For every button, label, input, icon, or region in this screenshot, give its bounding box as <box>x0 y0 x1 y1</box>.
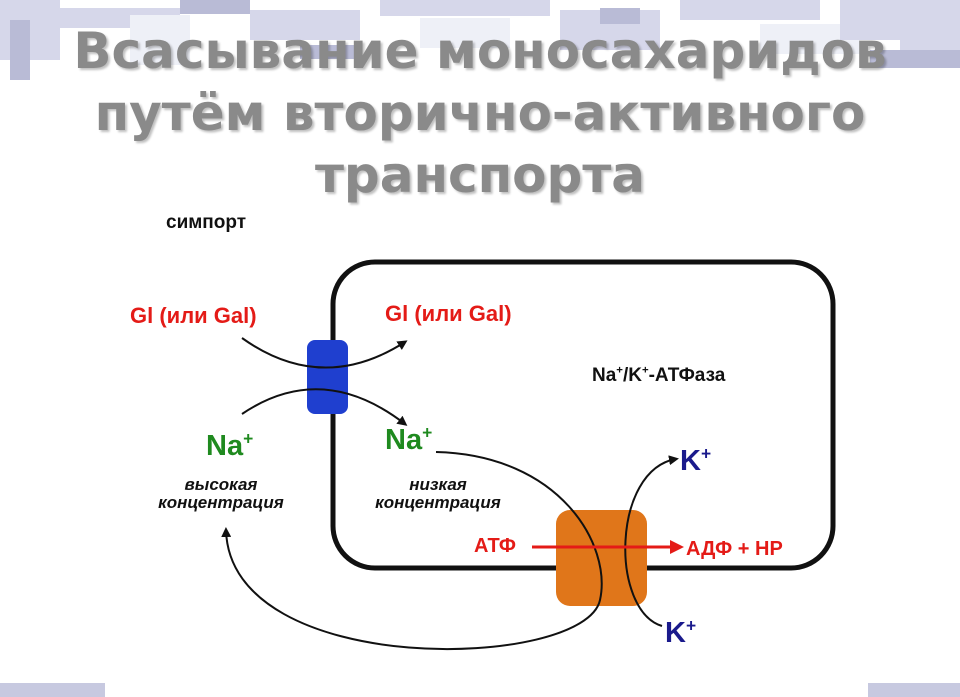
potassium-pump-arrow <box>624 455 679 627</box>
glucose-outside-label: Gl (или Gal) <box>130 303 257 328</box>
sodium-arrow <box>241 388 408 426</box>
symporter-protein <box>307 340 348 414</box>
glucose-inside-label: Gl (или Gal) <box>385 301 512 326</box>
footer-decoration-right <box>868 683 960 697</box>
na-k-pump <box>556 510 647 606</box>
footer-decoration-left <box>0 683 105 697</box>
high-concentration-label: высокая концентрация <box>158 475 284 512</box>
potassium-outside-label: K+ <box>665 615 697 649</box>
title-line-2: путём вторично-активного <box>94 84 866 142</box>
atp-label: АТФ <box>474 535 516 557</box>
sodium-pump-arrow <box>221 451 603 651</box>
title-line-1: Всасывание моносахаридов <box>73 22 887 80</box>
pump-name-label: Na+/K+-АТФаза <box>592 364 726 386</box>
adp-label: АДФ + НР <box>686 538 783 560</box>
sodium-inside-label: Na+ <box>385 422 433 456</box>
glucose-arrow <box>241 337 408 369</box>
title-line-3: транспорта <box>314 146 646 204</box>
low-concentration-label: низкая концентрация <box>375 475 501 512</box>
potassium-inside-label: K+ <box>680 443 712 477</box>
slide-title: Всасывание моносахаридов путём вторично-… <box>0 20 960 206</box>
symport-label: симпорт <box>166 212 247 233</box>
sodium-outside-label: Na+ <box>206 428 254 462</box>
header-decoration <box>0 0 960 200</box>
